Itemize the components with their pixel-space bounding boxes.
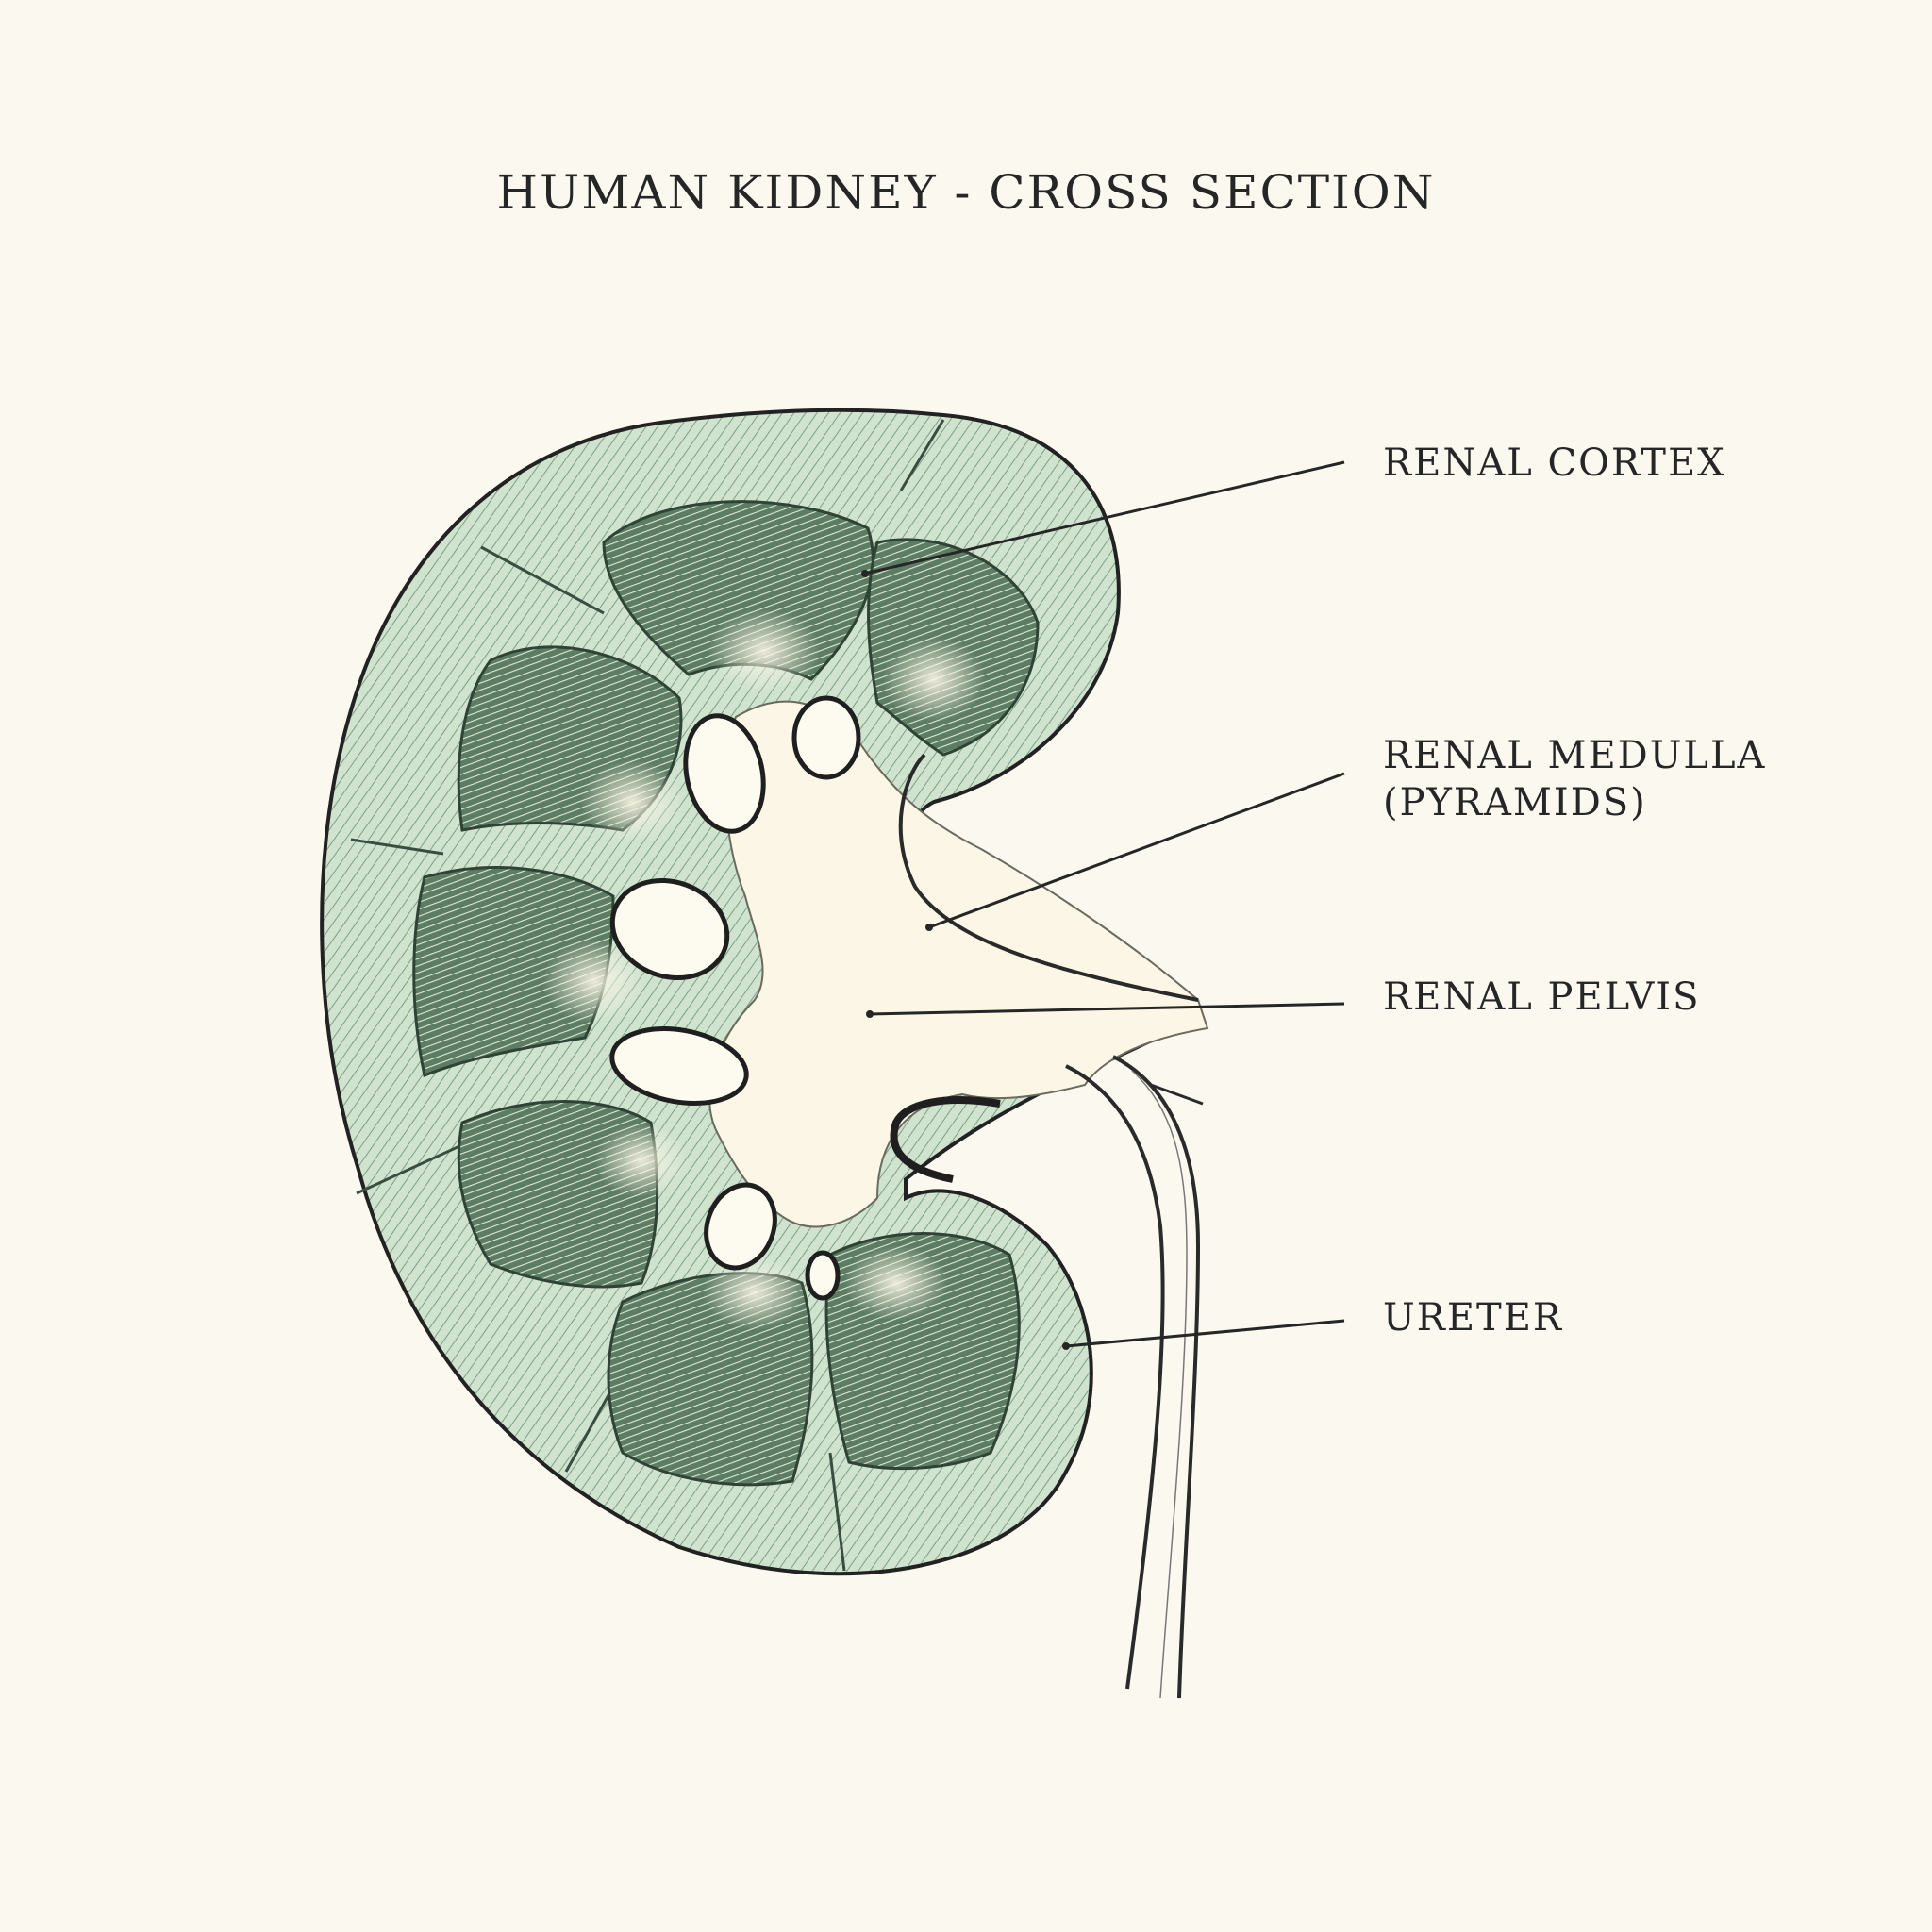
label-renal-medulla-line2: (PYRAMIDS) (1383, 781, 1647, 824)
ureter-shape (1065, 1055, 1204, 1699)
label-renal-medulla: RENAL MEDULLA (PYRAMIDS) (1383, 732, 1766, 826)
lobe-dividers (350, 419, 945, 1572)
label-ureter: URETER (1383, 1294, 1563, 1341)
leader-ureter (1065, 1319, 1345, 1348)
label-renal-cortex: RENAL CORTEX (1383, 440, 1726, 487)
calyx-4 (609, 1026, 749, 1106)
label-ureter-text: URETER (1383, 1296, 1564, 1340)
label-renal-cortex-text: RENAL CORTEX (1383, 441, 1726, 485)
leader-endpoints (861, 570, 1070, 1350)
label-renal-medulla-line1: RENAL MEDULLA (1383, 734, 1767, 777)
papilla-highlights (542, 608, 986, 1330)
leader-medulla (928, 772, 1345, 929)
calyx-3 (609, 877, 730, 981)
pyramid-left-2 (412, 866, 615, 1078)
hilum-inner-curve (890, 1096, 1001, 1183)
leader-lines (864, 460, 1345, 1348)
label-renal-pelvis: RENAL PELVIS (1383, 974, 1701, 1021)
calyx-2 (683, 713, 766, 834)
leader-pelvis (869, 1002, 1345, 1016)
diagram-title: HUMAN KIDNEY - CROSS SECTION (496, 165, 1436, 220)
calyx-5 (704, 1182, 777, 1271)
calyx-1 (791, 695, 861, 780)
leader-cortex (864, 460, 1345, 575)
calyces (609, 695, 861, 1301)
hilum-upper-curve (898, 753, 1199, 1002)
label-renal-pelvis-text: RENAL PELVIS (1383, 975, 1701, 1019)
calyx-6 (805, 1250, 841, 1301)
